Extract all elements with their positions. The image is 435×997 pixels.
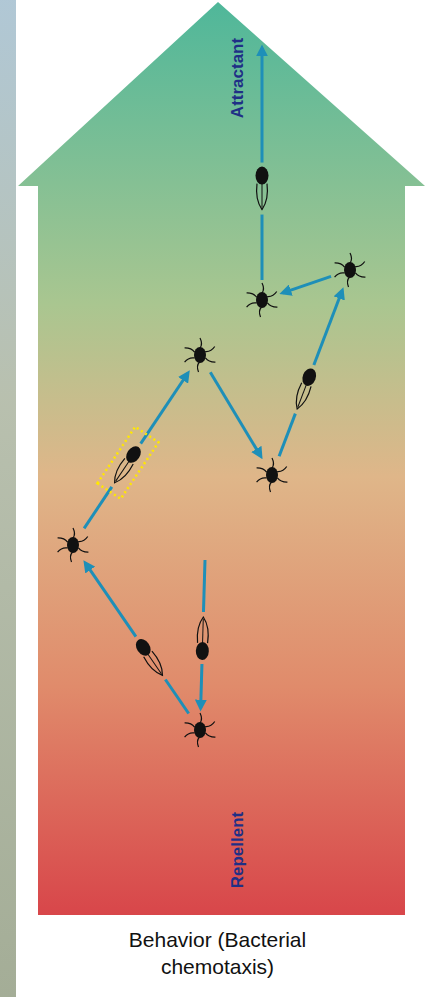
flagellum (205, 358, 215, 362)
flagellum (205, 722, 215, 727)
flagellum (247, 293, 257, 297)
flagellum (185, 733, 195, 737)
flagellum (355, 262, 365, 267)
flagellum (73, 528, 75, 538)
tumbling-bacterium (185, 338, 216, 372)
flagellum (185, 348, 195, 352)
flagellum (259, 307, 261, 317)
cell-body (196, 642, 210, 660)
flagellum (200, 713, 202, 723)
cell-body (133, 636, 154, 658)
flagellum (257, 468, 267, 472)
tumbling-bacterium (185, 713, 216, 747)
flagellum (197, 737, 199, 747)
flagellum (247, 303, 257, 307)
flagellum (277, 478, 287, 482)
run-arrow (201, 664, 202, 708)
flagella-bundle (298, 385, 307, 407)
flagellum (78, 537, 88, 542)
flagellum (200, 338, 202, 348)
flagellum (58, 538, 68, 542)
flagellum (269, 482, 271, 492)
flagella-bundle (197, 617, 209, 643)
flagellum (58, 548, 68, 552)
cell-body (300, 366, 319, 387)
cell-body (266, 467, 278, 483)
tumbling-bacterium (247, 283, 278, 317)
flagella-bundle (116, 461, 129, 481)
flagellum (335, 263, 345, 267)
flagella-bundle (202, 619, 204, 643)
run-arrow (85, 563, 135, 636)
flagellum (350, 253, 352, 263)
flagellum (335, 273, 345, 277)
run-arrow (141, 373, 188, 443)
run-arrow (279, 414, 295, 457)
cell-body (194, 347, 206, 363)
running-bacterium (291, 366, 318, 411)
run-arrow (210, 372, 260, 456)
photo-strip (0, 0, 16, 997)
flagellum (347, 277, 349, 287)
running-bacterium (109, 443, 144, 486)
cell-body (194, 722, 206, 738)
flagellum (197, 362, 199, 372)
cell-body (256, 292, 268, 308)
flagellum (267, 292, 277, 297)
flagellum (262, 283, 264, 293)
cell-body (67, 537, 79, 553)
cell-body (123, 443, 144, 465)
cell-body (344, 262, 356, 278)
flagella-bundle (292, 383, 311, 411)
flagellum (257, 478, 267, 482)
gradient-end-label: Repellent (228, 812, 248, 889)
flagellum (185, 358, 195, 362)
gradient-arrow (18, 2, 425, 915)
flagellum (185, 723, 195, 727)
tumbling-bacterium (257, 458, 288, 492)
run-arrow (261, 48, 264, 163)
tumbling-bacterium (58, 528, 89, 562)
flagella-bundle (257, 184, 268, 210)
flagellum (205, 347, 215, 352)
highlight-box (97, 427, 158, 499)
tumbling-bacterium (335, 253, 366, 287)
run-arrow (165, 680, 188, 714)
flagellum (267, 303, 277, 307)
run-arrow (203, 560, 205, 612)
run-arrow (84, 487, 112, 528)
running-bacterium (133, 636, 168, 679)
flagella-bundle (148, 654, 162, 674)
flagellum (272, 458, 274, 468)
running-bacterium (256, 167, 269, 210)
run-arrow (283, 276, 331, 292)
gradient-end-label: Attractant (228, 38, 248, 118)
flagellum (355, 273, 365, 277)
flagella-bundle (262, 184, 263, 208)
flagellum (205, 733, 215, 737)
cell-body (256, 167, 269, 185)
running-bacterium (196, 617, 210, 660)
run-arrow (314, 291, 342, 365)
flagellum (277, 467, 287, 472)
figure-caption: Behavior (Bacterial chemotaxis) (110, 926, 325, 981)
flagellum (70, 552, 72, 562)
flagellum (78, 548, 88, 552)
run-arrow (261, 215, 264, 280)
